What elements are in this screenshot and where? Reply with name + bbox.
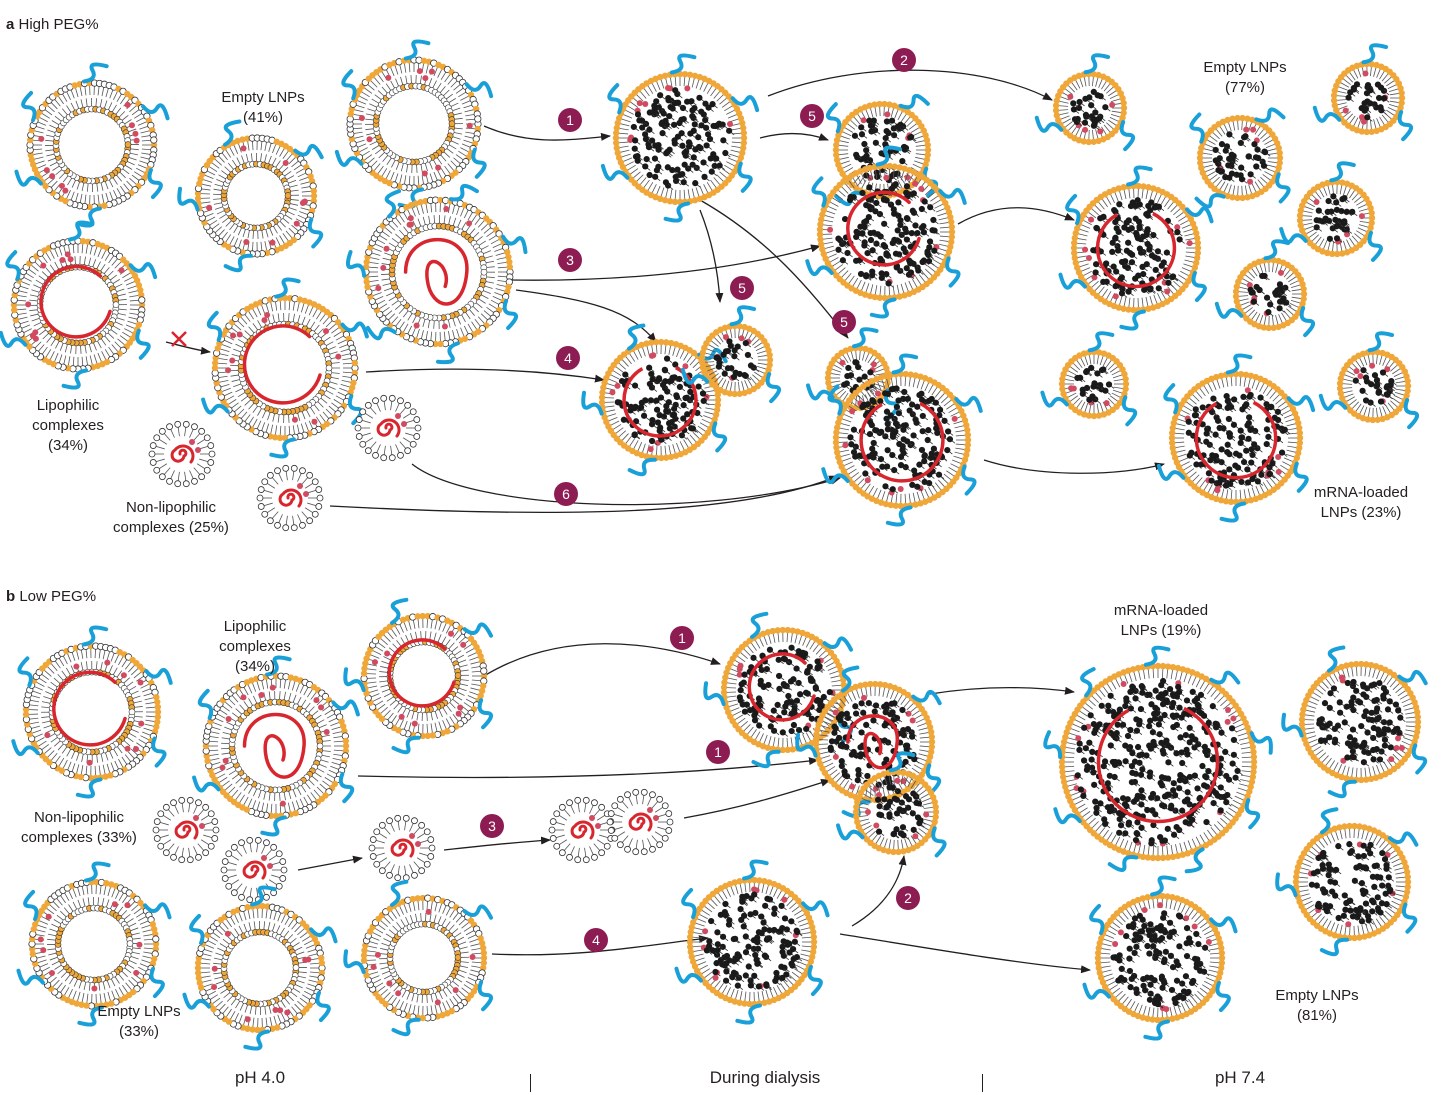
- b-non-lipophilic-5: [606, 788, 674, 856]
- b-non-lipophilic-4: [548, 796, 616, 864]
- a-mrna-loaded-out-1: [1058, 165, 1214, 331]
- b-non-lipophilic-2: [220, 836, 288, 904]
- b-fusing-lnp-4: [674, 859, 830, 1025]
- a-step-5-mid: 5: [730, 276, 754, 300]
- a-arrow-step-2: [767, 69, 1053, 101]
- a-lipophilic-complex-1: [0, 220, 158, 390]
- b-lipophilic-complex-1: [11, 625, 173, 799]
- b-empty-vesicle-2: [182, 885, 338, 1051]
- label-a-empty-out: Empty LNPs(77%): [1203, 59, 1287, 96]
- a-arrow-step-4: [365, 368, 605, 383]
- a-empty-vesicle-2: [177, 119, 324, 273]
- b-non-lipophilic-3: [368, 814, 436, 882]
- a-empty-vesicle-1: [14, 62, 170, 228]
- b-mrna-loaded-out: [1043, 645, 1273, 874]
- b-lipophilic-complex-3: [343, 597, 494, 755]
- a-intermediate-lnp-4: [680, 305, 782, 404]
- a-empty-out-3: [1312, 43, 1414, 142]
- a-arrow-to-mrna-1: [957, 207, 1075, 225]
- a-lipophilic-complex-2: [201, 277, 369, 459]
- b-empty-out-1: [1281, 645, 1428, 799]
- a-intermediate-lnp-3: [581, 323, 728, 477]
- b-step-2: 2: [896, 886, 920, 910]
- a-empty-out-2: [1189, 107, 1291, 209]
- stage-during-dialysis: During dialysis: [709, 1068, 821, 1087]
- b-arrow-nonlip-to-lnp: [683, 778, 831, 819]
- label-a-empty-lnps: Empty LNPs(41%): [221, 89, 305, 126]
- a-step-1: 1: [558, 108, 582, 132]
- panel-b-title: b Low PEG%: [6, 588, 97, 605]
- b-empty-vesicle-1: [16, 861, 172, 1027]
- stage-ph-4: pH 4.0: [234, 1068, 286, 1087]
- a-step-4: 4: [556, 346, 580, 370]
- b-arrow-step-3: [443, 836, 551, 851]
- a-non-lipophilic-3: [354, 394, 422, 462]
- a-intermediate-lnp-2: [805, 145, 967, 319]
- a-step-2: 2: [892, 48, 916, 72]
- stage-divider-1: [530, 1074, 531, 1092]
- a-lipophilic-complex-3: [345, 183, 528, 365]
- stage-divider-2: [982, 1074, 983, 1092]
- a-intermediate-lnp-6: [821, 353, 983, 527]
- a-arrow-step-6: [329, 475, 839, 514]
- b-arrow-nonlip: [297, 855, 363, 871]
- particles-layer: [0, 39, 1428, 1051]
- b-lipophilic-complex-2: [192, 655, 360, 837]
- b-arrow-step-4: [491, 935, 709, 956]
- a-empty-out-6: [1040, 331, 1138, 427]
- a-empty-out-1: [1034, 53, 1136, 152]
- b-step-1-mid: 1: [706, 740, 730, 764]
- b-step-3: 3: [480, 814, 504, 838]
- a-mrna-loaded-out-2: [1156, 353, 1316, 523]
- step-badges-layer: 1 2 5 3 5 5 4 6 1 1 3 4 2: [480, 48, 920, 952]
- a-step-3: 3: [558, 248, 582, 272]
- a-empty-out-5: [1214, 239, 1316, 338]
- arrows-layer: [165, 69, 1165, 974]
- blocked-x-icon: [171, 331, 187, 347]
- a-step-6: 6: [554, 482, 578, 506]
- label-b-empty-out: Empty LNPs(81%): [1275, 987, 1359, 1024]
- a-arrow-5-mid: [699, 209, 724, 303]
- b-step-4: 4: [584, 928, 608, 952]
- b-arrow-to-mrna: [929, 686, 1075, 695]
- b-empty-out-3: [1082, 875, 1238, 1041]
- a-arrow-to-mrna-2: [983, 459, 1165, 474]
- label-b-empty-lnps: Empty LNPs(33%): [97, 1003, 181, 1040]
- a-arrow-step-3: [509, 244, 821, 281]
- b-arrow-step-1-top: [483, 643, 721, 677]
- panel-a-title: a High PEG%: [6, 16, 99, 33]
- b-arrow-step-1-mid: [357, 757, 819, 779]
- stage-ph-7-4: pH 7.4: [1214, 1068, 1266, 1087]
- b-non-lipophilic-1: [152, 796, 220, 864]
- a-fusing-lnp-1: [600, 53, 760, 223]
- a-empty-out-7: [1318, 331, 1420, 430]
- a-non-lipophilic-1: [148, 420, 216, 488]
- a-step-5-right: 5: [832, 310, 856, 334]
- a-empty-out-4: [1279, 161, 1383, 262]
- b-step-1-top: 1: [670, 626, 694, 650]
- b-empty-vesicle-3: [343, 879, 494, 1037]
- b-empty-out-2: [1275, 807, 1419, 957]
- a-arrow-nonlip-to-6: [411, 463, 841, 506]
- a-arrow-3-to-4: [515, 289, 657, 343]
- b-arrow-step-2: [851, 855, 907, 927]
- a-arrow-step-1: [483, 125, 611, 141]
- b-fusing-lnp-3: [836, 751, 947, 858]
- b-fusing-lnp-1: [703, 611, 854, 769]
- a-step-5-top: 5: [800, 104, 824, 128]
- b-arrow-to-empty: [839, 933, 1091, 974]
- a-non-lipophilic-2: [256, 464, 324, 532]
- a-arrow-step-5-top: [759, 132, 829, 141]
- a-empty-vesicle-3: [334, 39, 494, 209]
- b-fusing-lnp-2: [795, 665, 942, 819]
- a-arrow-blocked: [165, 341, 211, 355]
